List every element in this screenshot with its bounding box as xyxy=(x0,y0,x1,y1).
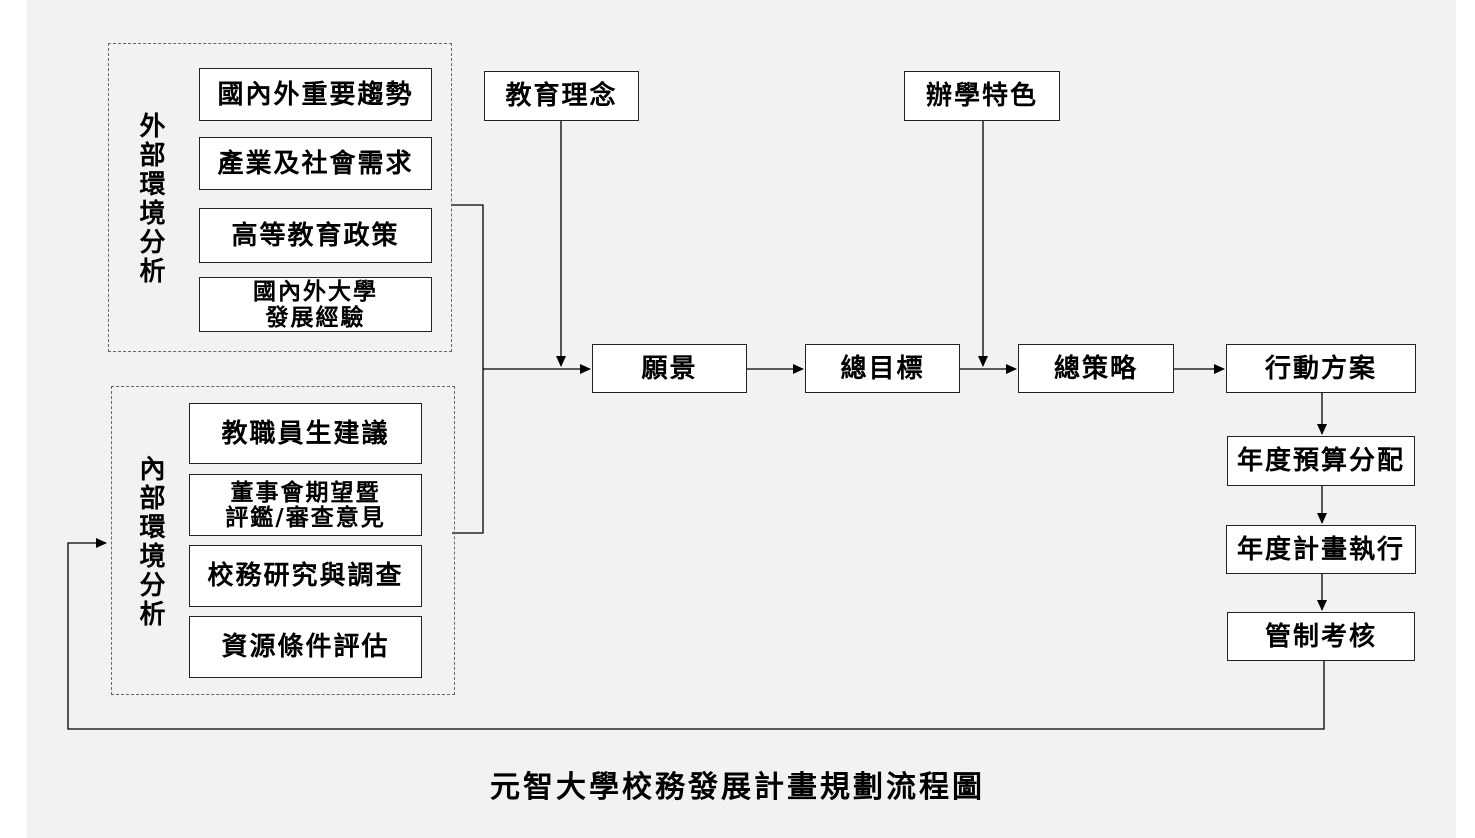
input-educational-philosophy: 教育理念 xyxy=(484,71,639,121)
external-item-higher-ed-policy: 高等教育政策 xyxy=(199,208,432,263)
external-item-industry-needs: 產業及社會需求 xyxy=(199,137,432,190)
input-school-characteristics: 辦學特色 xyxy=(904,71,1060,121)
internal-environment-label: 內部環境分析 xyxy=(135,455,165,629)
flow-annual-execution: 年度計畫執行 xyxy=(1226,525,1416,574)
internal-item-board-expectations: 董事會期望暨 評鑑/審查意見 xyxy=(189,474,422,536)
external-environment-group xyxy=(108,43,452,352)
internal-item-institutional-research: 校務研究與調查 xyxy=(189,545,422,607)
flow-control-review: 管制考核 xyxy=(1227,612,1415,661)
flow-strategy: 總策略 xyxy=(1018,344,1174,393)
external-item-university-experience: 國內外大學 發展經驗 xyxy=(199,277,432,332)
external-environment-label: 外部環境分析 xyxy=(135,112,165,286)
flow-action-plan: 行動方案 xyxy=(1226,344,1416,393)
internal-item-resource-evaluation: 資源條件評估 xyxy=(189,616,422,678)
flow-annual-budget: 年度預算分配 xyxy=(1227,436,1415,486)
internal-item-stakeholder-suggestions: 教職員生建議 xyxy=(189,403,422,464)
flow-vision: 願景 xyxy=(592,344,747,393)
diagram-caption: 元智大學校務發展計畫規劃流程圖 xyxy=(490,770,985,805)
internal-environment-group xyxy=(111,386,455,695)
external-item-trends: 國內外重要趨勢 xyxy=(199,68,432,121)
flow-goals: 總目標 xyxy=(805,344,960,393)
